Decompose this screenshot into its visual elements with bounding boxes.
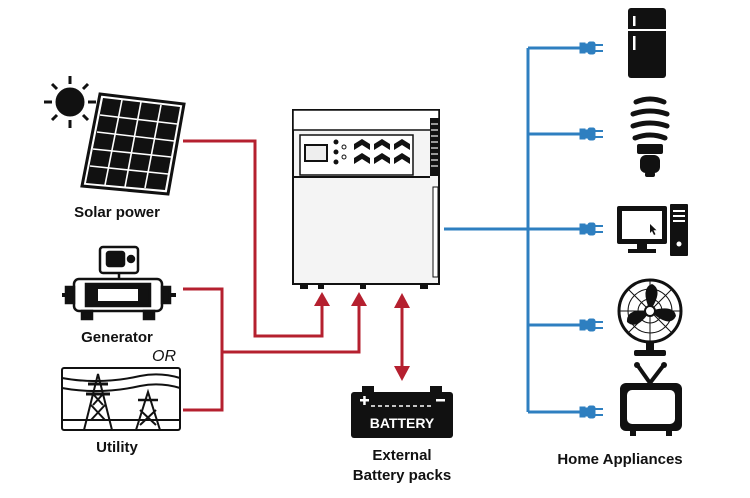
fan-icon (617, 278, 683, 356)
home-appliances-label: Home Appliances (557, 451, 683, 468)
solar-input-arrow (314, 292, 330, 306)
inverter-unit (292, 109, 440, 289)
battery-label-line1: External (372, 447, 432, 464)
utility-tower-icon (61, 367, 181, 431)
solar-panel-icon (80, 92, 186, 196)
utility-label: Utility (96, 439, 138, 456)
sun-icon (44, 76, 96, 128)
battery-icon: BATTERY (351, 386, 453, 438)
battery-link-arrow (394, 293, 410, 381)
or-label: OR (152, 348, 176, 365)
plugs (579, 41, 603, 419)
computer-icon (617, 204, 688, 256)
generator-icon (62, 245, 176, 321)
solar-power-label: Solar power (74, 204, 160, 221)
output-wiring (444, 46, 582, 414)
input-wiring (183, 139, 361, 412)
battery-text: BATTERY (370, 415, 435, 431)
tv-icon (620, 362, 682, 436)
refrigerator-icon (628, 8, 666, 78)
ac-input-arrow (351, 292, 367, 306)
battery-label-line2: Battery packs (352, 467, 452, 484)
light-bulb-icon (630, 96, 670, 177)
generator-label: Generator (81, 329, 153, 346)
